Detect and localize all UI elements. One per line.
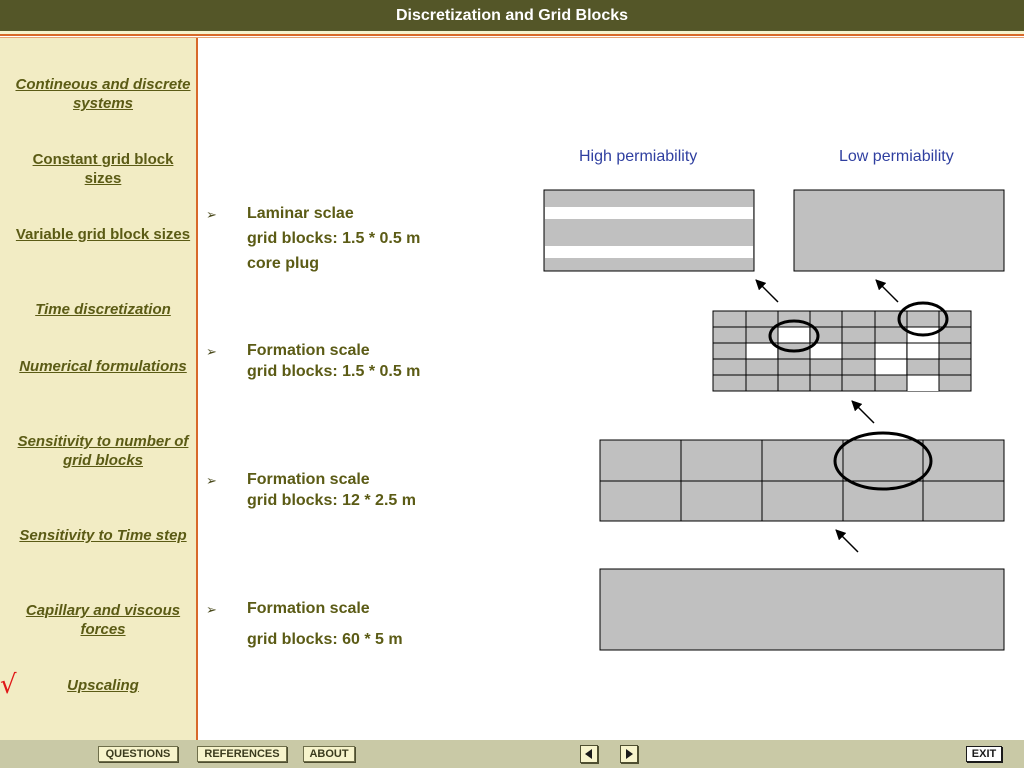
- section-line: grid blocks: 1.5 * 0.5 m: [247, 230, 421, 247]
- current-page-checkmark-icon: √: [0, 670, 17, 700]
- section-title: Formation scale: [247, 471, 370, 488]
- next-button[interactable]: [620, 745, 638, 763]
- sidebar-item-capillary-viscous[interactable]: Capillary and viscous forces: [25, 602, 181, 638]
- header-rule: [0, 34, 1024, 36]
- section-title: Formation scale: [247, 342, 370, 359]
- bullet-arrow-icon: ➢: [206, 207, 217, 222]
- section-title: Formation scale: [247, 600, 370, 617]
- section-line: grid blocks: 1.5 * 0.5 m: [247, 363, 421, 380]
- about-button[interactable]: ABOUT: [303, 746, 355, 762]
- sidebar-divider: [196, 38, 198, 740]
- previous-button[interactable]: [580, 745, 598, 763]
- fine-grid: [712, 310, 972, 392]
- sidebar: [0, 38, 196, 740]
- bullet-arrow-icon: ➢: [206, 473, 217, 488]
- section-title: Laminar sclae: [247, 205, 354, 222]
- upscale-arrow-icon: [851, 400, 875, 424]
- upscale-arrow-icon: [835, 529, 859, 553]
- sidebar-item-time-discretization[interactable]: Time discretization: [35, 301, 171, 318]
- low-permeability-block: [793, 189, 1005, 272]
- high-permeability-block: [543, 189, 755, 272]
- section-line: grid blocks: 12 * 2.5 m: [247, 492, 416, 509]
- section-line: core plug: [247, 255, 320, 272]
- sidebar-item-constant-grid[interactable]: Constant grid block sizes: [32, 151, 174, 187]
- highlight-ellipse: [768, 319, 820, 353]
- page-title: Discretization and Grid Blocks: [0, 0, 1024, 31]
- sidebar-item-sensitivity-time[interactable]: Sensitivity to Time step: [19, 527, 187, 544]
- bullet-arrow-icon: ➢: [206, 602, 217, 617]
- large-grid-block: [599, 568, 1005, 651]
- upscale-arrow-icon: [875, 279, 899, 303]
- upscale-arrow-icon: [755, 279, 779, 303]
- bullet-arrow-icon: ➢: [206, 344, 217, 359]
- header-stripe: [0, 31, 1024, 34]
- low-permeability-label: Low permiability: [839, 148, 954, 165]
- sidebar-item-numerical-formulations[interactable]: Numerical formulations: [19, 358, 187, 375]
- exit-button[interactable]: EXIT: [966, 746, 1002, 762]
- references-button[interactable]: REFERENCES: [197, 746, 287, 762]
- coarse-grid: [599, 439, 1005, 522]
- highlight-ellipse: [833, 431, 933, 491]
- sidebar-item-continuous-discrete[interactable]: Contineous and discrete systems: [15, 76, 191, 112]
- triangle-left-icon: [585, 749, 592, 759]
- triangle-right-icon: [626, 749, 633, 759]
- sidebar-item-variable-grid[interactable]: Variable grid block sizes: [15, 226, 191, 243]
- section-line: grid blocks: 60 * 5 m: [247, 631, 403, 648]
- highlight-ellipse: [897, 301, 949, 337]
- sidebar-item-upscaling[interactable]: Upscaling: [67, 677, 139, 694]
- header-rule-thin: [0, 37, 1024, 38]
- sidebar-item-sensitivity-grid[interactable]: Sensitivity to number of grid blocks: [17, 433, 189, 469]
- questions-button[interactable]: QUESTIONS: [98, 746, 178, 762]
- upscaling-diagram: [543, 189, 1005, 651]
- high-permeability-label: High permiability: [579, 148, 698, 165]
